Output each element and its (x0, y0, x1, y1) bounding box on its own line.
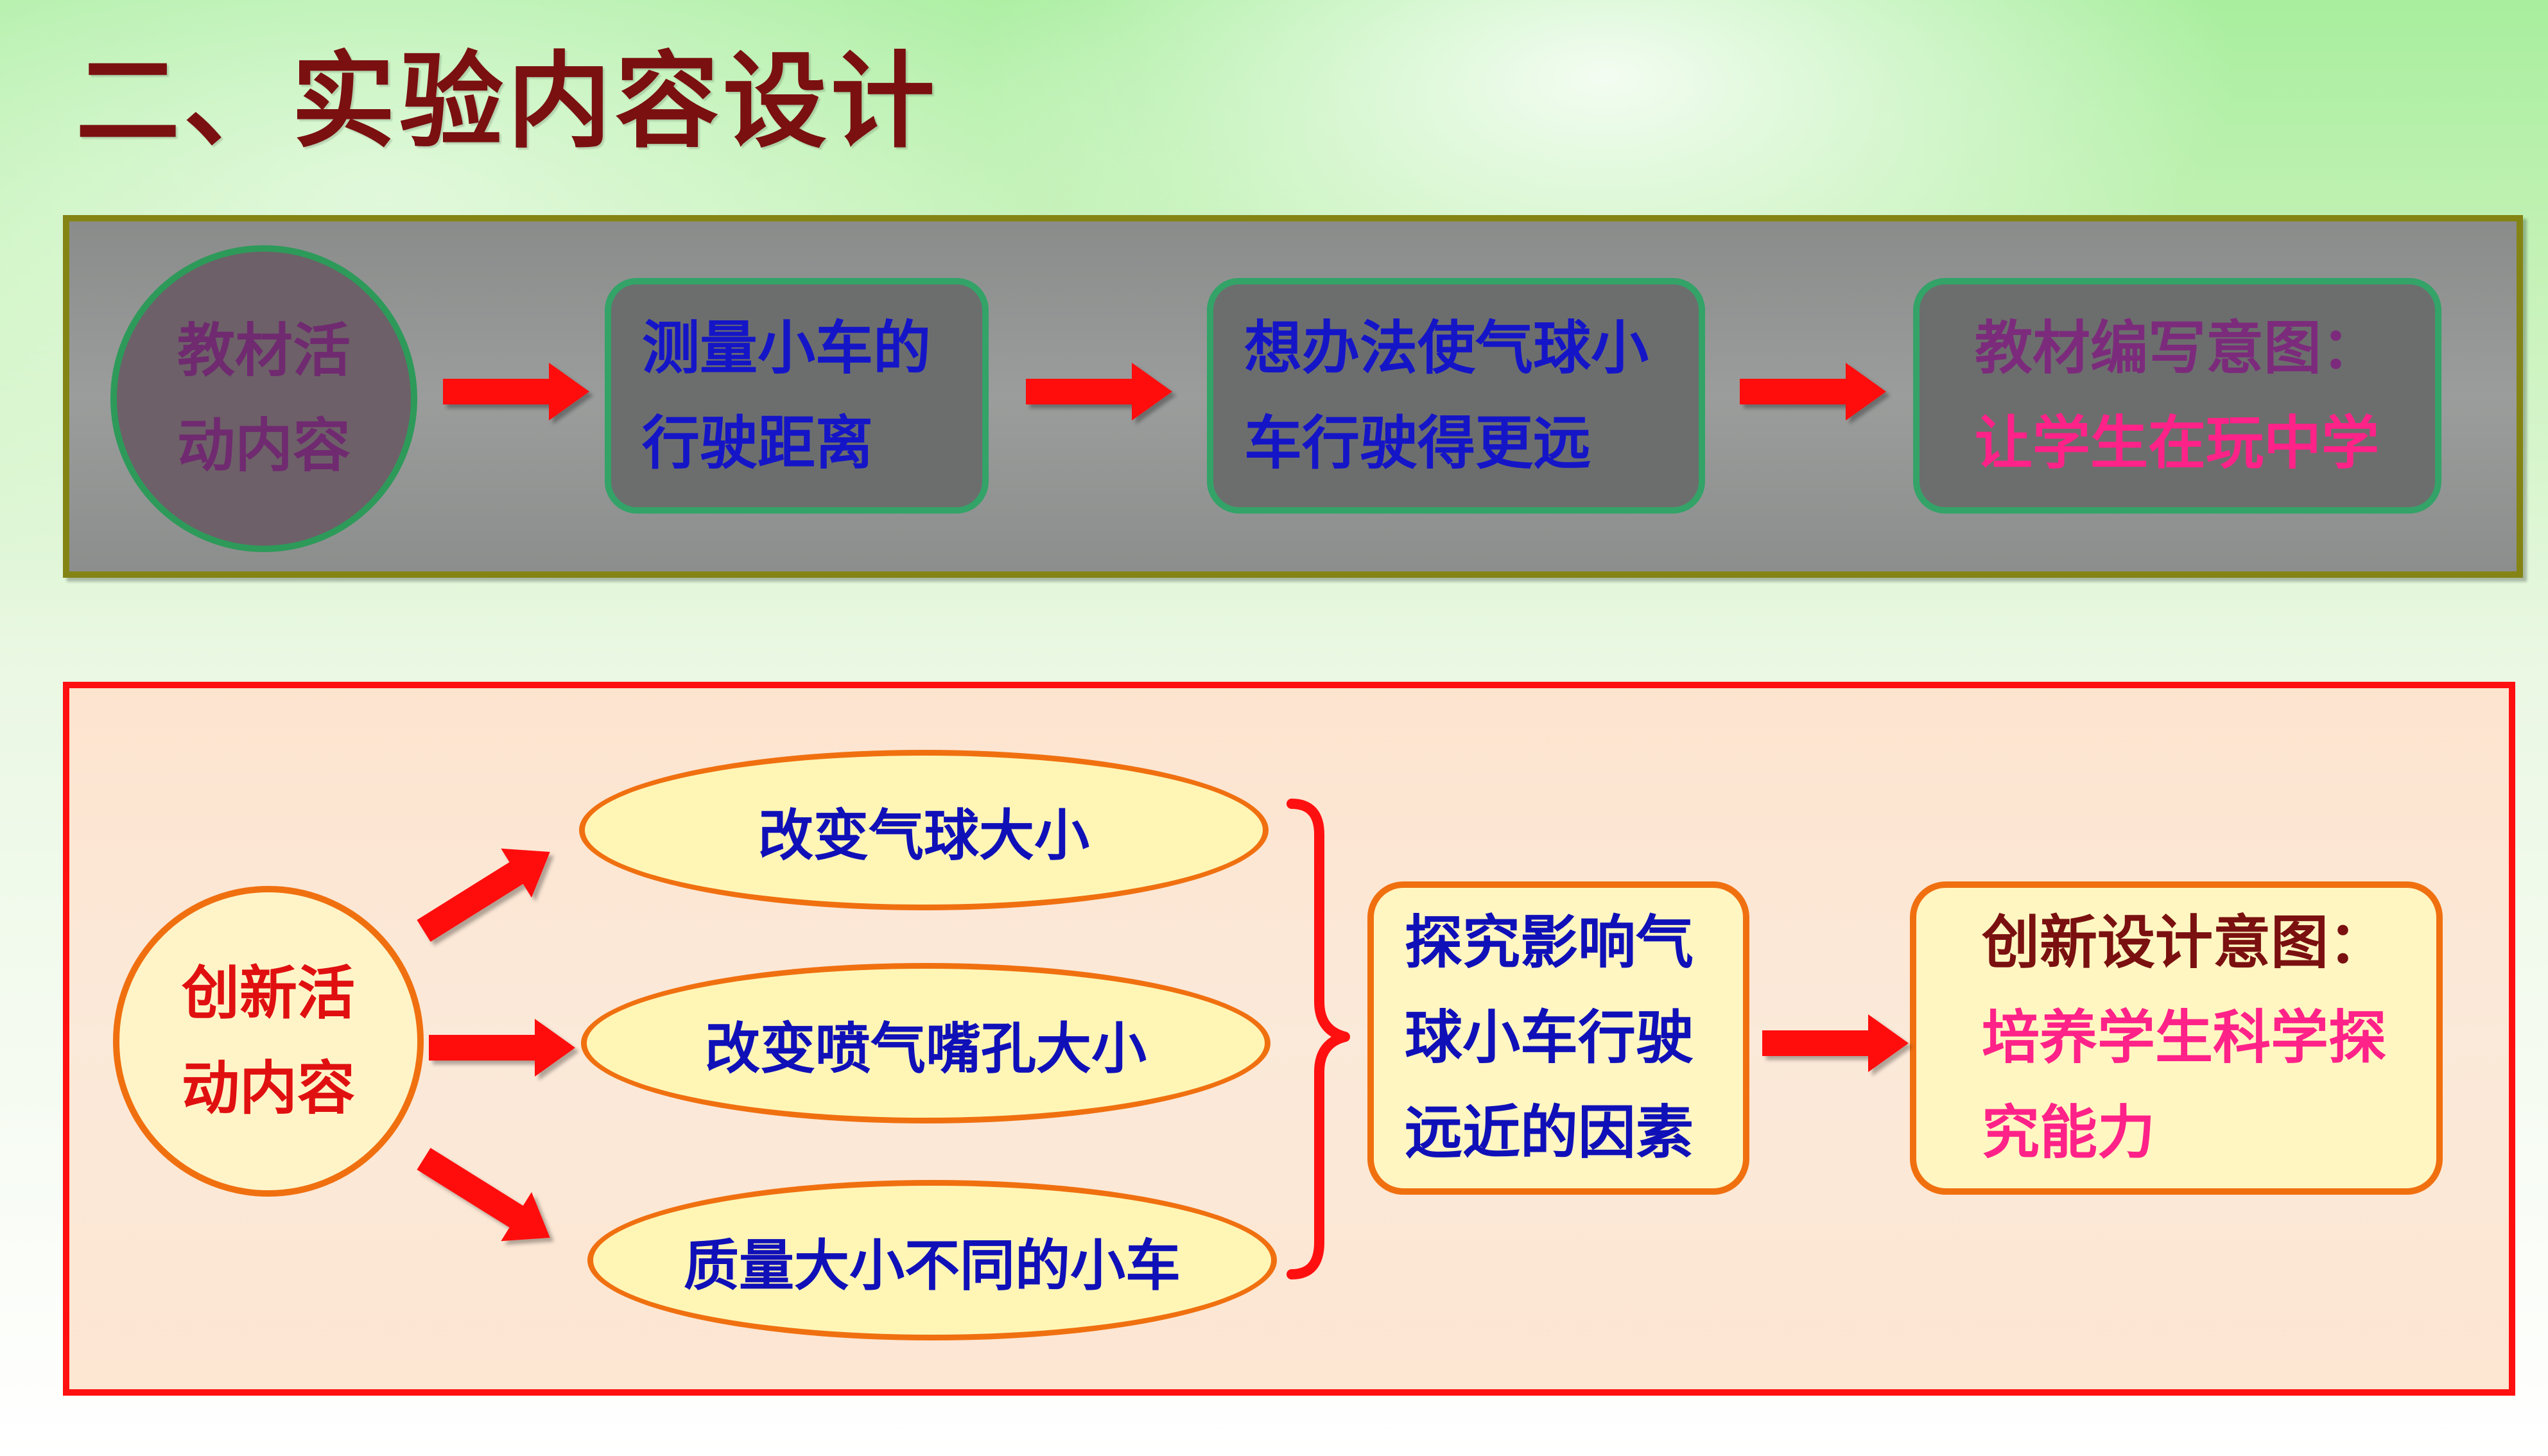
arrow-right-icon (443, 363, 589, 420)
explore-factors-line-3: 远近的因素 (1405, 1099, 1694, 1166)
textbook-label-line-2: 动内容 (177, 412, 351, 480)
textbook-intent-text: 让学生在玩中学 (1975, 409, 2379, 477)
page-title: 二、实验内容设计 (76, 42, 939, 162)
measure-distance-line-1: 测量小车的 (642, 314, 931, 382)
variable-nozzle-size: 改变喷气嘴孔大小 (581, 963, 1270, 1123)
innovation-activity-circle: 创新活 动内容 (113, 886, 424, 1197)
textbook-intent-heading: 教材编写意图： (1975, 314, 2379, 382)
variable-car-mass: 质量大小不同的小车 (587, 1180, 1277, 1340)
innovation-intent-line-2: 究能力 (1982, 1099, 2155, 1166)
textbook-label-line-1: 教材活 (177, 317, 351, 385)
measure-distance-line-2: 行驶距离 (642, 409, 873, 477)
explore-factors-box: 探究影响气 球小车行驶 远近的因素 (1367, 881, 1749, 1195)
measure-distance-box: 测量小车的 行驶距离 (605, 278, 989, 514)
arrow-down-right-icon (417, 1148, 550, 1242)
arrow-up-right-icon (417, 848, 550, 942)
textbook-intent-box: 教材编写意图： 让学生在玩中学 (1913, 278, 2441, 514)
innovation-label-line-2: 动内容 (182, 1055, 355, 1122)
innovation-intent-heading: 创新设计意图： (1982, 909, 2386, 976)
variable-balloon-size: 改变气球大小 (579, 750, 1269, 910)
arrow-right-icon (429, 1019, 575, 1077)
innovation-intent-box: 创新设计意图： 培养学生科学探 究能力 (1910, 881, 2443, 1195)
right-brace-icon (1287, 799, 1350, 1279)
arrow-right-icon (1762, 1014, 1909, 1072)
explore-factors-line-2: 球小车行驶 (1405, 1004, 1694, 1071)
arrow-right-icon (1026, 363, 1172, 420)
textbook-activity-circle: 教材活 动内容 (110, 245, 417, 552)
go-further-line-2: 车行驶得更远 (1244, 409, 1591, 477)
go-further-box: 想办法使气球小 车行驶得更远 (1207, 278, 1705, 514)
innovation-label-line-1: 创新活 (182, 960, 355, 1027)
go-further-line-1: 想办法使气球小 (1244, 314, 1649, 382)
explore-factors-line-1: 探究影响气 (1405, 909, 1694, 976)
arrow-right-icon (1740, 363, 1886, 420)
innovation-intent-line-1: 培养学生科学探 (1982, 1004, 2386, 1071)
